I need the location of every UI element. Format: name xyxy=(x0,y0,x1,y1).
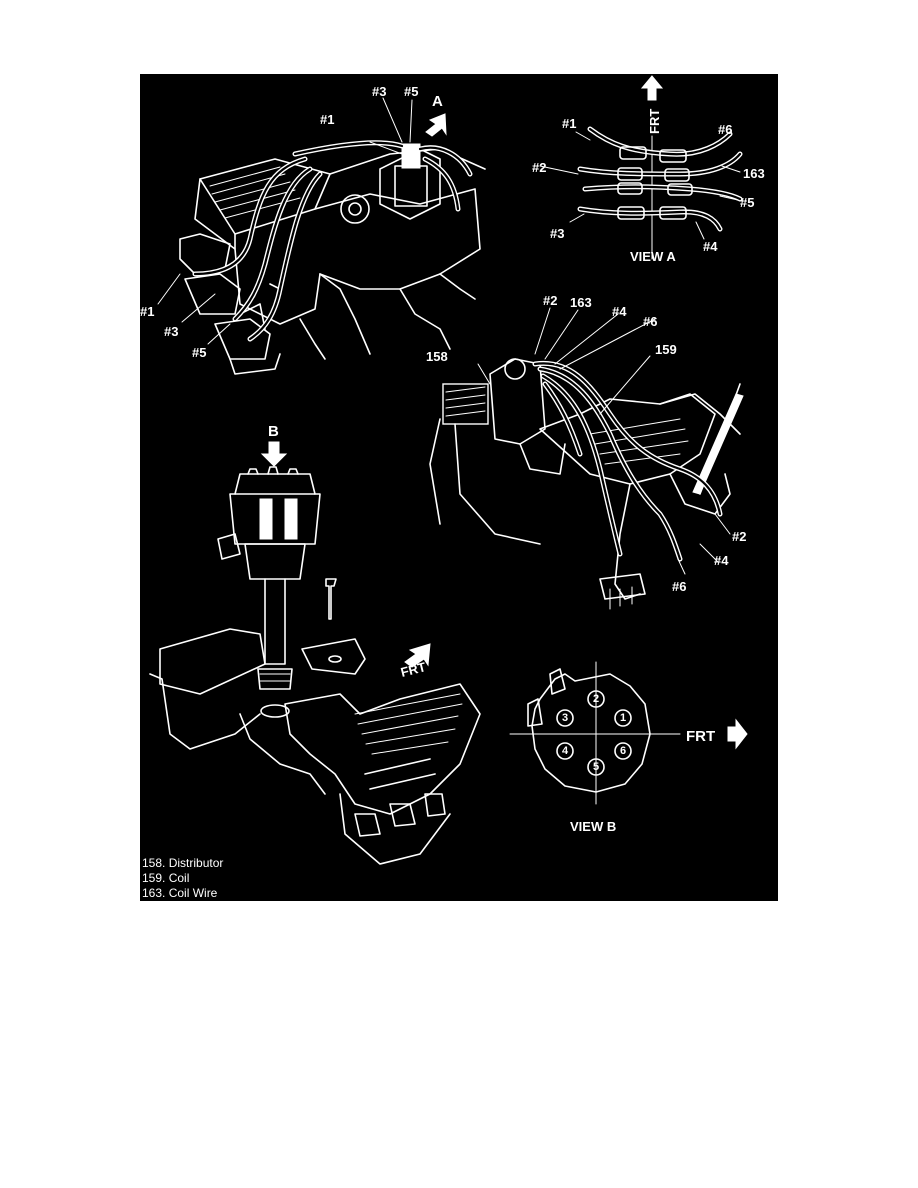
label-left-cyl-5: #5 xyxy=(192,345,206,360)
cap-terminal-label-6: 6 xyxy=(620,745,626,757)
label-view-b-front: FRT xyxy=(686,728,715,745)
label-install-front: FRT xyxy=(399,659,427,680)
label-right-cyl-4: #4 xyxy=(612,304,627,319)
label-view-a-caption: VIEW A xyxy=(630,249,676,264)
cap-terminal-3 xyxy=(556,709,574,727)
label-view-a-front: FRT xyxy=(647,109,662,134)
label-right-side-cyl-4: #4 xyxy=(714,553,729,568)
distributor-install-illustration xyxy=(149,441,481,865)
label-view-a-cyl-2: #2 xyxy=(532,160,546,175)
label-view-b-arrow: B xyxy=(268,423,279,440)
label-view-b-caption: VIEW B xyxy=(570,819,616,834)
cap-terminal-4 xyxy=(556,742,574,760)
cap-terminal-1 xyxy=(614,709,632,727)
label-top-cyl-3: #3 xyxy=(372,84,386,99)
label-view-a-cyl-6: #6 xyxy=(718,122,732,137)
label-view-a-cyl-1: #1 xyxy=(562,116,576,131)
label-view-a-cyl-4: #4 xyxy=(703,239,718,254)
cap-terminal-2 xyxy=(587,690,605,708)
ignition-wiring-diagram: #3 #5 A #1 #1 #3 #5 #1 #6 #2 163 #5 #3 #… xyxy=(140,74,778,901)
legend-item-coil-wire: 163. Coil Wire xyxy=(142,886,218,900)
view-b-illustration xyxy=(509,661,748,805)
label-right-side-cyl-6: #6 xyxy=(672,579,686,594)
label-view-a-cyl-3: #3 xyxy=(550,226,564,241)
label-top-cyl-5: #5 xyxy=(404,84,418,99)
cap-terminal-label-4: 4 xyxy=(562,745,569,757)
diagram-artwork: #3 #5 A #1 #1 #3 #5 #1 #6 #2 163 #5 #3 #… xyxy=(140,75,765,865)
right-engine-illustration xyxy=(429,307,744,610)
label-coil-159: 159 xyxy=(655,342,677,357)
cap-terminal-label-3: 3 xyxy=(562,712,568,724)
label-left-cyl-1: #1 xyxy=(140,304,154,319)
cap-terminal-label-1: 1 xyxy=(620,712,626,724)
label-left-cyl-3: #3 xyxy=(164,324,178,339)
top-engine-illustration xyxy=(157,97,486,375)
cap-terminal-5 xyxy=(587,758,605,776)
label-right-cyl-2: #2 xyxy=(543,293,557,308)
cap-terminal-6 xyxy=(614,742,632,760)
label-right-side-cyl-2: #2 xyxy=(732,529,746,544)
legend-item-distributor: 158. Distributor xyxy=(142,856,224,870)
label-distributor-158: 158 xyxy=(426,349,448,364)
legend-item-coil: 159. Coil xyxy=(142,871,190,885)
cap-terminal-label-5: 5 xyxy=(593,761,599,773)
cap-terminal-label-2: 2 xyxy=(593,693,599,705)
label-view-a-arrow: A xyxy=(432,93,443,110)
label-view-a-cyl-5: #5 xyxy=(740,195,754,210)
label-view-a-coil-wire: 163 xyxy=(743,166,765,181)
label-right-cyl-6: #6 xyxy=(643,314,657,329)
view-a-illustration xyxy=(539,75,743,260)
label-top-cyl-1: #1 xyxy=(320,112,334,127)
label-right-coil-wire: 163 xyxy=(570,295,592,310)
